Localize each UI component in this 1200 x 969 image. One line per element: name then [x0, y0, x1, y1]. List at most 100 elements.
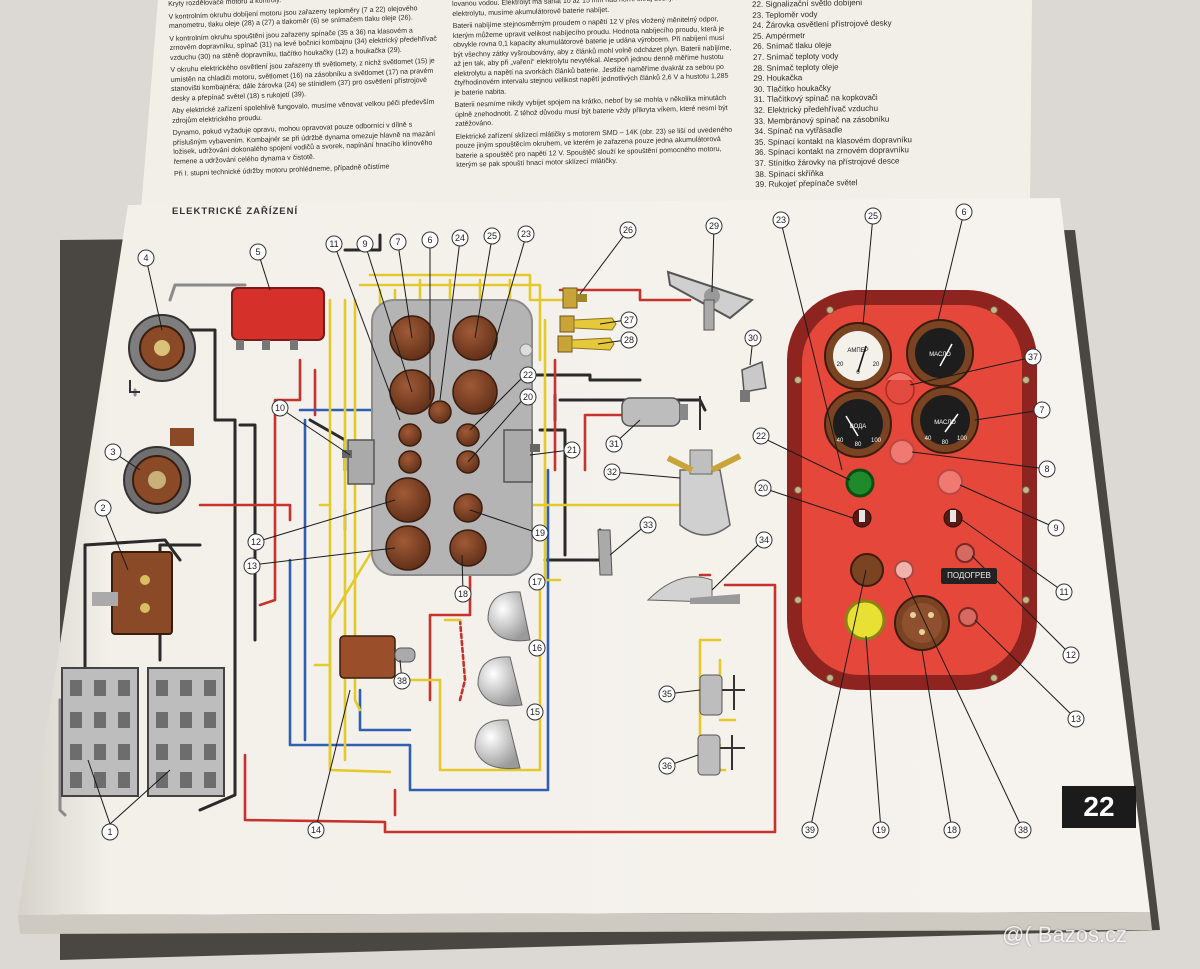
paragraph: Dynamo, pokud vyžaduje opravu, mohou opr…	[172, 121, 436, 166]
svg-text:27: 27	[624, 315, 634, 325]
panel-rear-view	[371, 299, 533, 576]
svg-text:37: 37	[1028, 352, 1038, 362]
contact-switch-ear-conveyor	[699, 674, 745, 716]
svg-text:34: 34	[759, 535, 769, 545]
pressure-label: МАСЛО	[929, 352, 951, 358]
battery-left	[61, 667, 139, 797]
callout-numbers: 4 5 3 2 1 11 9 7 6 24 25 23 26 29 27 28 …	[94, 203, 1085, 841]
svg-text:23: 23	[776, 215, 786, 225]
callout: 20	[519, 388, 537, 406]
svg-text:5: 5	[255, 247, 260, 257]
callout: 2	[94, 499, 112, 517]
steering-wheel-horn-button	[666, 270, 755, 331]
callout: 38	[1014, 821, 1032, 839]
fuse-block-left	[342, 439, 375, 485]
page-number: 22	[1062, 786, 1136, 828]
oil-temp-scale-3: 100	[957, 436, 968, 442]
svg-text:16: 16	[532, 643, 542, 653]
callout: 15	[526, 703, 544, 721]
callout: 6	[955, 203, 973, 221]
pushbutton-switch-thresher	[621, 396, 701, 430]
dynamo-generator	[128, 314, 196, 393]
callout: 35	[658, 685, 676, 703]
callout: 5	[249, 243, 267, 261]
callout: 14	[307, 821, 325, 839]
paragraph: Baterii nabíjíme stejnosměrným proudem o…	[452, 16, 732, 97]
svg-text:31: 31	[609, 439, 619, 449]
callout: 22	[752, 427, 770, 445]
leader-lines	[87, 211, 1077, 831]
callout: 32	[603, 463, 621, 481]
callout: 18	[943, 821, 961, 839]
callout: 24	[451, 229, 469, 247]
svg-text:12: 12	[1066, 650, 1076, 660]
water-temp-scale-3: 100	[871, 438, 882, 444]
callout: 19	[531, 524, 549, 542]
svg-text:14: 14	[311, 825, 321, 835]
watermark-at-icon: @	[1002, 922, 1025, 947]
svg-text:18: 18	[947, 825, 957, 835]
svg-text:24: 24	[455, 233, 465, 243]
callout: 21	[563, 441, 581, 459]
headlight-16	[477, 656, 523, 707]
oil-pressure-gauge	[906, 319, 974, 387]
svg-text:13: 13	[1071, 714, 1081, 724]
preheater-button	[958, 607, 978, 627]
svg-text:11: 11	[329, 239, 338, 249]
callout: 26	[619, 221, 637, 239]
oil-temp-scale-1: 40	[925, 436, 932, 442]
indicator-lamp-9	[937, 469, 963, 495]
callout: 8	[1038, 460, 1056, 478]
callout: 6	[421, 231, 439, 249]
svg-text:22: 22	[523, 370, 533, 380]
svg-text:38: 38	[1018, 825, 1028, 835]
callout: 29	[705, 217, 723, 235]
callout: 3	[104, 443, 122, 461]
svg-text:9: 9	[1053, 523, 1058, 533]
callout: 7	[1033, 401, 1051, 419]
oil-temp-sensor	[557, 335, 615, 353]
charge-indicator-lamp	[845, 468, 875, 498]
svg-text:12: 12	[251, 537, 261, 547]
callout: 13	[243, 557, 261, 575]
callout: 28	[620, 331, 638, 349]
svg-text:35: 35	[662, 689, 672, 699]
ammeter-scale-left: 20	[837, 362, 844, 368]
callout: 10	[271, 399, 289, 417]
svg-text:7: 7	[1039, 405, 1044, 415]
voltage-regulator	[231, 287, 325, 350]
svg-text:20: 20	[523, 392, 533, 402]
svg-text:30: 30	[748, 333, 758, 343]
svg-text:13: 13	[247, 561, 257, 571]
svg-text:25: 25	[487, 231, 497, 241]
callout: 13	[1067, 710, 1085, 728]
callout: 22	[519, 366, 537, 384]
fuse-block-right	[503, 429, 540, 483]
callout: 4	[137, 249, 155, 267]
svg-text:10: 10	[275, 403, 285, 413]
callout: 9	[356, 235, 374, 253]
callout: 31	[605, 435, 623, 453]
svg-text:20: 20	[758, 483, 768, 493]
air-preheater	[666, 449, 742, 536]
callout: 12	[247, 533, 265, 551]
svg-text:25: 25	[868, 211, 878, 221]
svg-text:26: 26	[623, 225, 633, 235]
ground-switch	[92, 551, 173, 635]
membrane-switch	[597, 529, 613, 576]
ignition-switch-box	[339, 635, 416, 679]
svg-text:19: 19	[535, 528, 545, 538]
paragraph: V okruhu elektrického osvětlení jsou zař…	[170, 57, 435, 103]
svg-text:7: 7	[395, 237, 400, 247]
water-temp-scale-2: 80	[855, 442, 862, 448]
svg-text:22: 22	[756, 431, 766, 441]
svg-text:8: 8	[1044, 464, 1049, 474]
toggle-switch-11	[943, 508, 963, 528]
svg-text:6: 6	[427, 235, 432, 245]
section-title: ELEKTRICKÉ ZAŘÍZENÍ	[172, 206, 299, 217]
callout: 38	[393, 672, 411, 690]
svg-text:29: 29	[709, 221, 719, 231]
callout: 19	[872, 821, 890, 839]
charge-warning-lamp	[844, 599, 886, 641]
light-switch-knob	[850, 553, 884, 587]
